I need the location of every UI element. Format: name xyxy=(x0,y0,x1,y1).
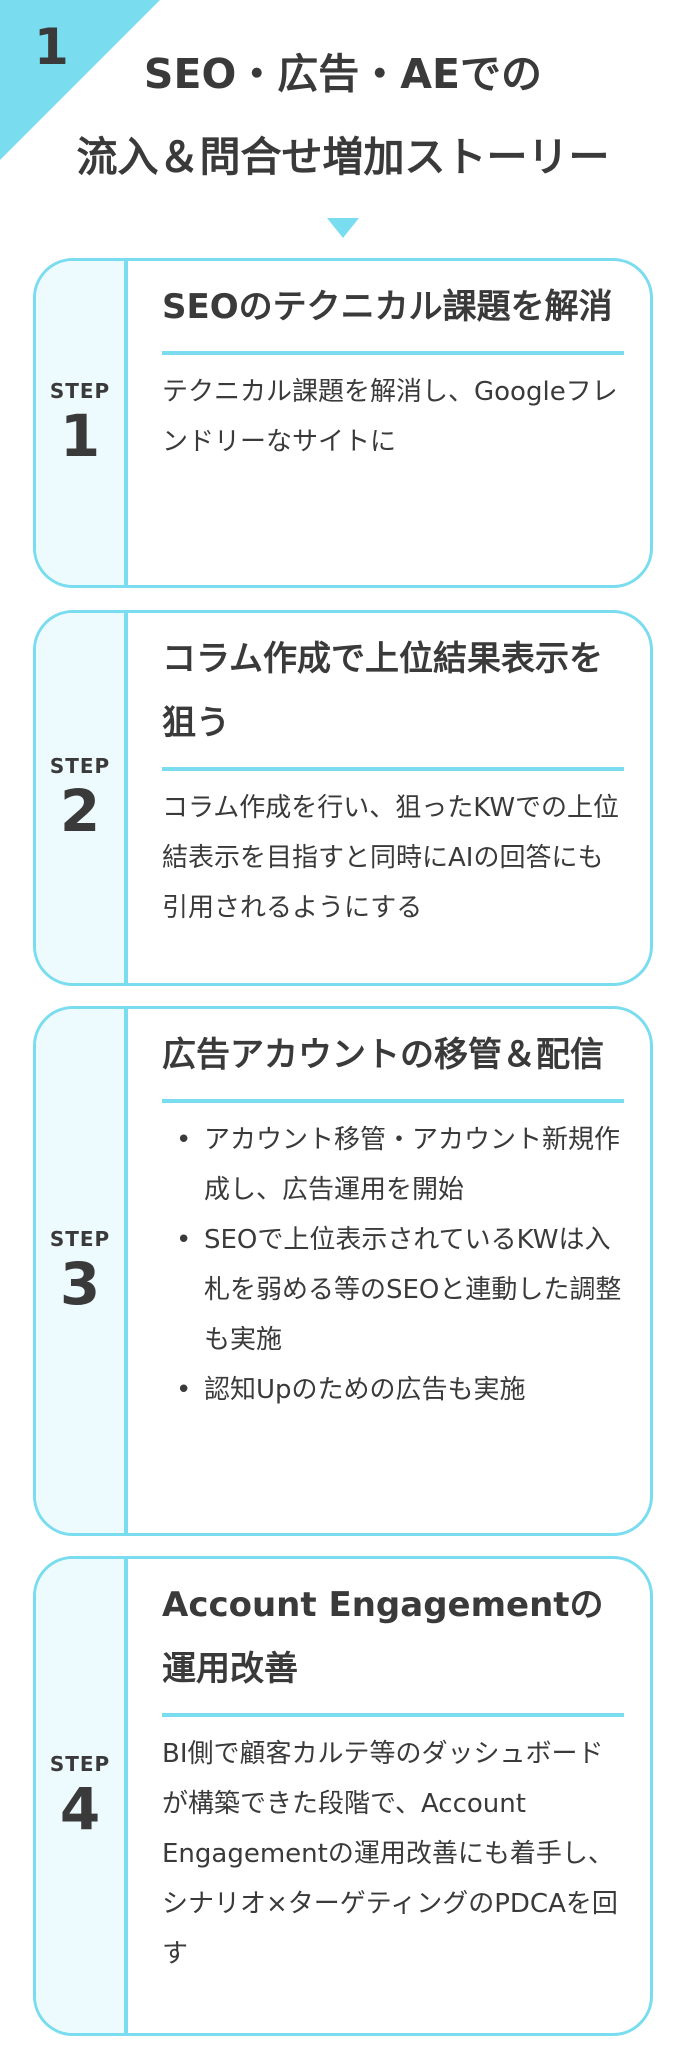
step-label-panel: STEP 2 xyxy=(36,613,128,983)
list-item: • SEOで上位表示されているKWは入札を弱める等のSEOと連動した調整も実施 xyxy=(162,1215,624,1365)
step-divider xyxy=(162,1099,624,1103)
step-word: STEP xyxy=(49,754,111,778)
step-title: SEOのテクニカル課題を解消 xyxy=(162,287,613,327)
step-word: STEP xyxy=(49,1752,111,1776)
down-arrow-icon xyxy=(327,218,359,238)
step-card-3: STEP 3 広告アカウントの移管＆配信 • アカウント移管・アカウント新規作成し… xyxy=(33,1006,653,1536)
step-divider xyxy=(162,351,624,355)
bullet-icon: • xyxy=(176,1125,192,1155)
bullet-icon: • xyxy=(176,1225,192,1255)
step-word: STEP xyxy=(49,379,111,403)
step-card-2: STEP 2 コラム作成で上位結果表示を狙う コラム作成を行い、狙ったKWでの上… xyxy=(33,610,653,986)
bullet-text: アカウント移管・アカウント新規作成し、広告運用を開始 xyxy=(204,1125,621,1205)
corner-triangle xyxy=(0,0,160,160)
list-item: • 認知Upのための広告も実施 xyxy=(162,1365,624,1415)
page-title-line-1: SEO・広告・AEでの xyxy=(143,50,543,98)
step-bullet-list: • アカウント移管・アカウント新規作成し、広告運用を開始 • SEOで上位表示されて… xyxy=(162,1103,624,1415)
page-title-line-2: 流入＆問合せ増加ストーリー xyxy=(76,133,610,181)
step-word: STEP xyxy=(49,1227,111,1251)
bullet-text: 認知Upのための広告も実施 xyxy=(204,1375,526,1405)
step-number: 3 xyxy=(59,1250,101,1318)
step-title: コラム作成で上位結果表示を狙う xyxy=(162,639,603,743)
step-body: SEOのテクニカル課題を解消 テクニカル課題を解消し、Googleフレンドリーな… xyxy=(162,261,624,467)
step-title: Account Engagementの運用改善 xyxy=(162,1585,604,1689)
step-description: コラム作成を行い、狙ったKWでの上位結表示を目指すと同時にAIの回答にも引用され… xyxy=(162,793,620,923)
step-title: 広告アカウントの移管＆配信 xyxy=(162,1035,604,1075)
step-number: 2 xyxy=(59,777,101,845)
step-label-panel: STEP 1 xyxy=(36,261,128,585)
step-divider xyxy=(162,1713,624,1717)
bullet-icon: • xyxy=(176,1375,192,1405)
step-body: Account Engagementの運用改善 BI側で顧客カルテ等のダッシュボ… xyxy=(162,1559,624,1979)
bullet-text: SEOで上位表示されているKWは入札を弱める等のSEOと連動した調整も実施 xyxy=(204,1225,622,1355)
step-card-1: STEP 1 SEOのテクニカル課題を解消 テクニカル課題を解消し、Google… xyxy=(33,258,653,588)
step-body: 広告アカウントの移管＆配信 • アカウント移管・アカウント新規作成し、広告運用を開… xyxy=(162,1009,624,1415)
step-label-panel: STEP 3 xyxy=(36,1009,128,1533)
list-item: • アカウント移管・アカウント新規作成し、広告運用を開始 xyxy=(162,1115,624,1215)
step-description: テクニカル課題を解消し、Googleフレンドリーなサイトに xyxy=(162,377,618,457)
step-body: コラム作成で上位結果表示を狙う コラム作成を行い、狙ったKWでの上位結表示を目指… xyxy=(162,613,624,933)
step-description: BI側で顧客カルテ等のダッシュボードが構築できた段階で、Account Enga… xyxy=(162,1739,618,1969)
step-number: 4 xyxy=(59,1775,101,1843)
step-label-panel: STEP 4 xyxy=(36,1559,128,2033)
step-divider xyxy=(162,767,624,771)
section-number: 1 xyxy=(34,18,69,76)
step-card-4: STEP 4 Account Engagementの運用改善 BI側で顧客カルテ… xyxy=(33,1556,653,2036)
step-number: 1 xyxy=(59,402,101,470)
